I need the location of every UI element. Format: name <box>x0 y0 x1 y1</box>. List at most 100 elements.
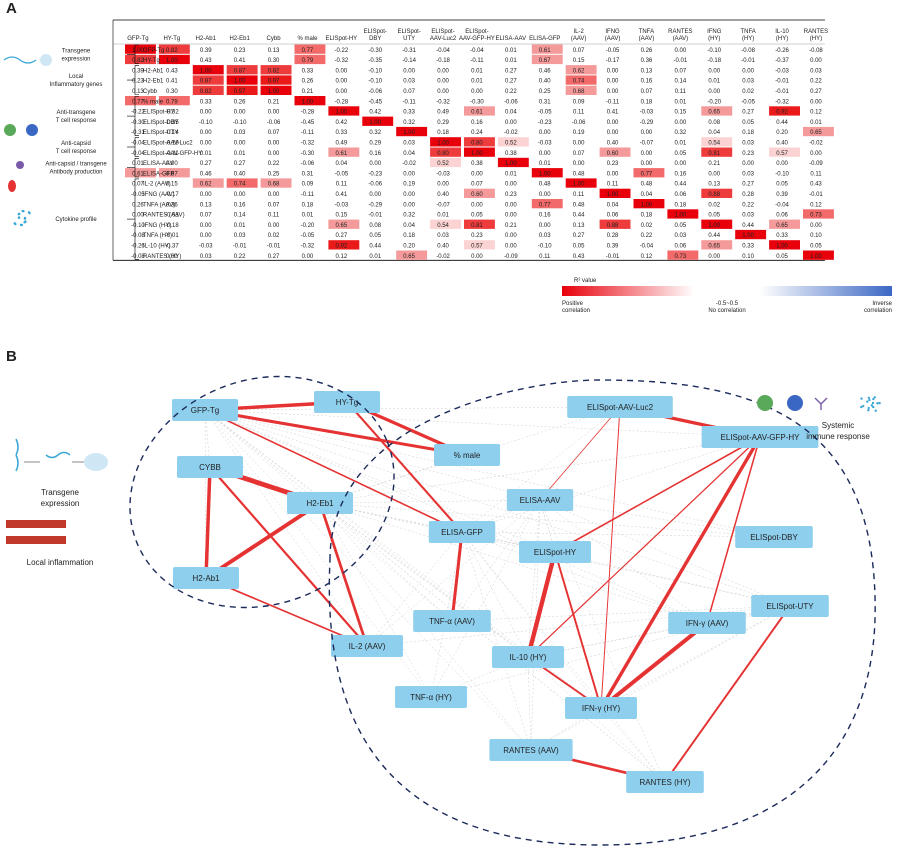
heatmap-cell-value: 0.00 <box>573 141 585 147</box>
heatmap-cell-value: -0.11 <box>606 99 620 105</box>
heatmap-cell-value: 0.04 <box>641 192 653 198</box>
heatmap-cell-value: 0.92 <box>336 244 348 250</box>
heatmap-cell-value: 0.00 <box>200 110 212 116</box>
heatmap-cell-value: 0.27 <box>742 110 754 116</box>
heatmap-cell-value: 0.26 <box>302 79 314 85</box>
t-cell-icon <box>757 395 773 411</box>
heatmap-cell-value: 0.00 <box>708 89 720 95</box>
heatmap-cell-value: 0.44 <box>708 233 720 239</box>
heatmap-cell-value: 0.01 <box>200 151 212 157</box>
protein-cloud-icon <box>40 54 52 66</box>
heatmap-cell-value: 1.00 <box>675 213 687 219</box>
heatmap-cell-value: 0.00 <box>200 141 212 147</box>
node-label: IFN-γ (AAV) <box>686 619 729 628</box>
cytokine-dot <box>28 211 31 215</box>
heatmap-row-label: IL-10 (HY) <box>143 244 171 250</box>
heatmap-cell-value: 0.32 <box>403 213 415 219</box>
heatmap-cell-value: 0.48 <box>573 171 585 177</box>
strong-edge <box>599 436 762 709</box>
weak-edge <box>204 409 666 783</box>
strong-edge <box>527 436 761 658</box>
heatmap-cell-value: 0.00 <box>505 202 517 208</box>
weak-edge <box>539 499 556 553</box>
weak-edge <box>461 406 621 533</box>
heatmap-cell-value: 0.11 <box>675 89 687 95</box>
heatmap-cell-value: 0.77 <box>641 171 653 177</box>
group-label: Anti-capsid <box>61 141 91 147</box>
node-box <box>701 426 819 448</box>
strong-edge <box>619 405 761 439</box>
heatmap-cell-value: -0.02 <box>436 254 450 260</box>
heatmap-cell-value: 0.44 <box>776 120 788 126</box>
heatmap-cell-value: -0.04 <box>470 48 484 54</box>
heatmap-row-label: HY-Tg <box>143 58 160 64</box>
heatmap-cell <box>396 250 428 260</box>
heatmap-cell-value: 0.13 <box>641 68 653 74</box>
heatmap-cell-value: 0.87 <box>234 68 246 74</box>
heatmap-cell-value: 0.00 <box>573 161 585 167</box>
heatmap-cell-value: 0.25 <box>268 171 280 177</box>
heatmap-cell-value: 0.77 <box>539 202 551 208</box>
heatmap-cell-value: 0.00 <box>437 182 449 188</box>
heatmap-col-label: UTY <box>403 36 415 42</box>
weak-edge <box>451 605 791 622</box>
strong-edge <box>346 400 468 457</box>
heatmap-cell <box>328 219 360 229</box>
heatmap-cell-value: 0.23 <box>607 161 619 167</box>
heatmap-cell-value: 0.02 <box>708 202 720 208</box>
heatmap-cell <box>260 65 292 75</box>
heatmap-cell <box>158 96 190 106</box>
heatmap-cell-value: 0.22 <box>742 202 754 208</box>
heatmap-cell-value: 0.00 <box>403 202 415 208</box>
weak-edge <box>430 531 463 698</box>
heatmap-cell-value: 0.33 <box>742 244 754 250</box>
node-label: IL-2 (AAV) <box>349 642 386 651</box>
heatmap-cell-value: -0.30 <box>368 48 382 54</box>
strong-edge <box>554 551 602 709</box>
heatmap-cell-value: -0.04 <box>131 151 145 157</box>
strong-edge <box>204 408 468 457</box>
heatmap-cell-value: 0.21 <box>708 161 720 167</box>
heatmap-cell-value: 0.43 <box>200 58 212 64</box>
weak-edge <box>539 499 775 538</box>
heatmap-cell-value: 0.07 <box>675 68 687 74</box>
heatmap-cell-value: 0.36 <box>166 202 178 208</box>
heatmap-cell <box>701 188 733 198</box>
weak-edge <box>461 436 761 533</box>
heatmap-cell-value: 0.01 <box>505 48 517 54</box>
heatmap-cell-value: -0.04 <box>436 48 450 54</box>
heatmap-cell-value: -0.03 <box>436 171 450 177</box>
heatmap-row-label: IL-2 (AAV) <box>143 182 171 188</box>
heatmap-cell-value: 0.00 <box>234 192 246 198</box>
heatmap-cell-value: 0.22 <box>505 89 517 95</box>
heatmap-cell-value: 0.03 <box>675 233 687 239</box>
heatmap-cell-value: 0.00 <box>437 89 449 95</box>
heatmap-cell-value: 1.00 <box>437 141 449 147</box>
node-box <box>434 444 500 466</box>
node-label: ELISpot-UTY <box>766 602 814 611</box>
heatmap-cell-value: -0.10 <box>368 68 382 74</box>
group-label: Antibody production <box>49 170 102 176</box>
heatmap-cell-value: 0.42 <box>336 120 348 126</box>
heatmap-cell-value: 0.30 <box>166 89 178 95</box>
heatmap-col-label: (AAV) <box>571 36 587 42</box>
heatmap-cell <box>294 96 326 106</box>
heatmap-cell-value: -0.06 <box>301 161 315 167</box>
cytokine-dot <box>22 209 25 213</box>
heatmap-cell <box>803 250 834 260</box>
heatmap-cell-value: 0.05 <box>675 223 687 229</box>
heatmap-cell-value: -0.01 <box>233 244 247 250</box>
heatmap-cell-value: 0.00 <box>607 120 619 126</box>
heatmap-cell <box>125 54 156 65</box>
heatmap-cell-value: 0.00 <box>200 192 212 198</box>
heatmap-cell-value: 0.22 <box>641 233 653 239</box>
heatmap-cell-value: -0.05 <box>131 192 145 198</box>
heatmap-cell-value: 0.07 <box>200 213 212 219</box>
heatmap-cell-value: -0.29 <box>368 202 382 208</box>
heatmap-cell-value: 0.00 <box>641 130 653 136</box>
heatmap-col-label: H2-Ab1 <box>196 36 217 42</box>
weak-edge <box>539 499 708 624</box>
cytokine-dot <box>873 396 876 399</box>
heatmap-cell-value: 0.15 <box>675 110 687 116</box>
